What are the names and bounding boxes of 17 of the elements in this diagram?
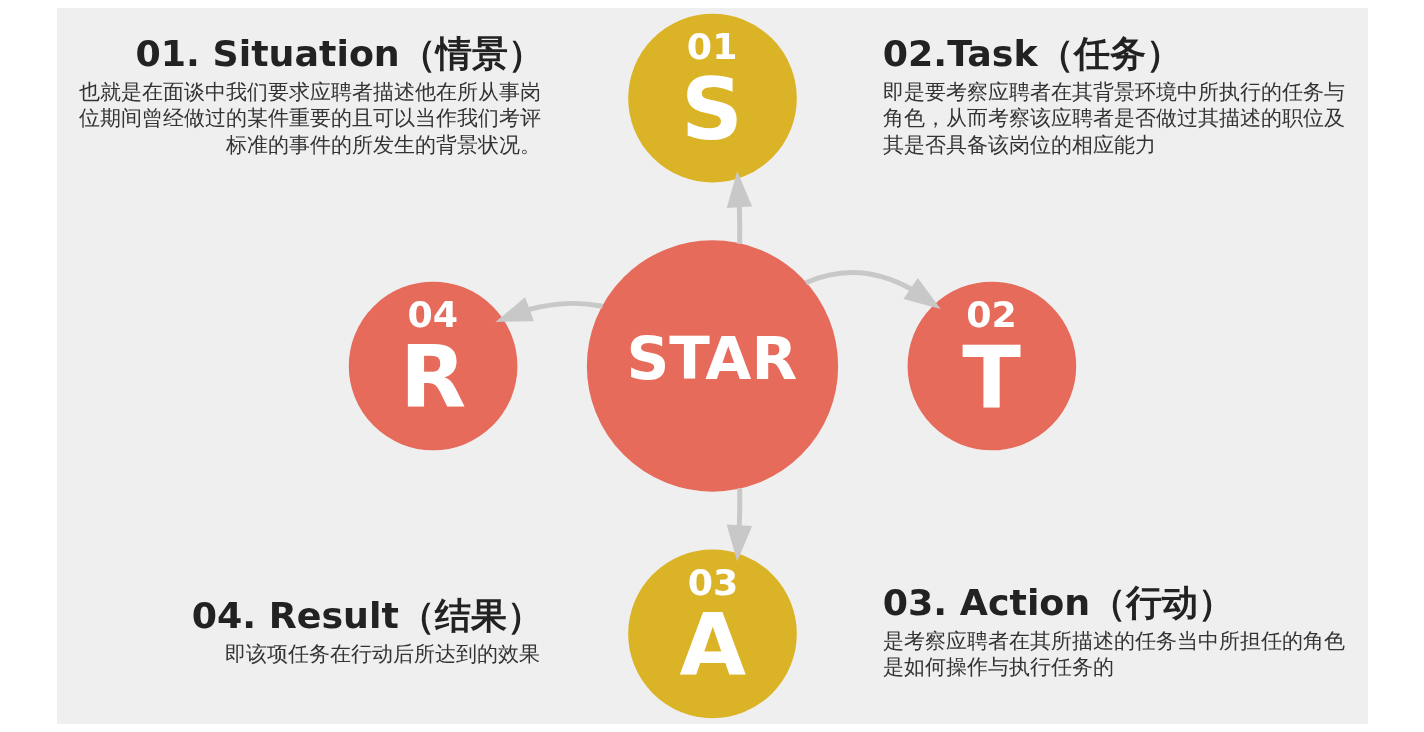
node-label: 02.Task（任务）: [882, 32, 1182, 76]
node-label: 即该项任务在行动后所达到的效果: [224, 640, 540, 666]
node-label: 是考察应聘者在其所描述的任务当中所担任的角色是如何操作与执行任务的: [882, 627, 1345, 680]
node-label: 03. Action（行动）: [882, 580, 1234, 624]
arrow: [726, 171, 752, 244]
node-circle: STAR: [586, 240, 838, 492]
node-circle: 02 T: [907, 281, 1076, 451]
node-circle: 04 R: [348, 281, 517, 451]
node-label: 也就是在面谈中我们要求应聘者描述他在所从事岗位期间曾经做过的某件重要的且可以当作我们考评标准的事件的所发生的背景状况。: [78, 78, 541, 157]
arrow: [726, 488, 752, 562]
node-label: 01. Situation（情景）: [135, 32, 544, 76]
node-circle: 03 A: [627, 549, 797, 719]
node-label: 04. Result（结果）: [191, 594, 543, 638]
arrow: [494, 297, 603, 322]
node-circle: 01 S: [627, 13, 797, 183]
node-label: 即是要考察应聘者在其背景环境中所执行的任务与角色，从而考察该应聘者是否做过其描述的职位及其是否具备该岗位的相应能力: [882, 78, 1345, 157]
arrow: [804, 269, 941, 310]
